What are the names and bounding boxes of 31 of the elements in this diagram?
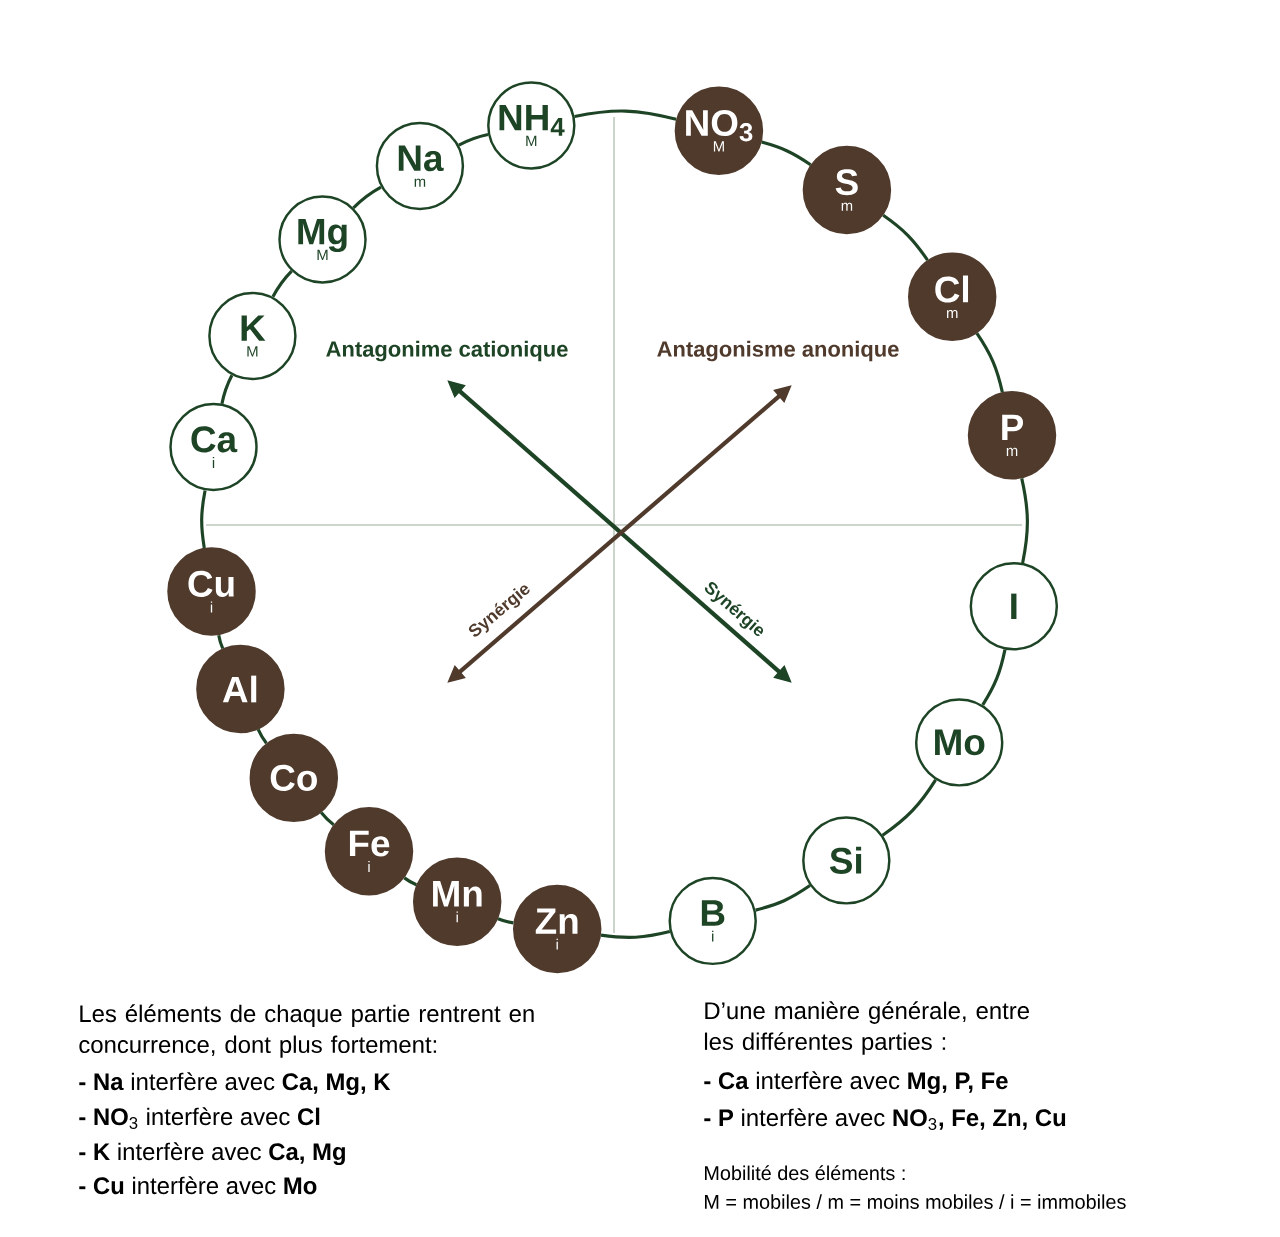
- ring-arc: [403, 876, 417, 887]
- ring-arc: [352, 185, 382, 209]
- bullet-item: - Na interfère avec Ca, Mg, K: [79, 1072, 391, 1095]
- ring-arc: [975, 332, 1004, 393]
- ring-arc: [497, 917, 514, 925]
- paragraph: Les éléments de chaque partie rentrent en concurrence, dont plus fortement:: [79, 1004, 534, 1058]
- ring-arc: [981, 649, 1007, 706]
- ring-arc: [761, 140, 812, 167]
- note: Mobilité des éléments :: [705, 1165, 905, 1181]
- ring-arc: [600, 930, 671, 939]
- ring-arc: [217, 634, 225, 650]
- bullet-item: - K interfère avec Ca, Mg: [79, 1142, 345, 1165]
- ring-arc: [458, 132, 489, 147]
- axis-label: Antagonime cationique: [326, 340, 568, 362]
- bullet-item: - Ca interfère avec Mg, P, Fe: [704, 1071, 1008, 1094]
- note: M = mobiles / m = moins mobiles / i = immobiles: [705, 1194, 1126, 1209]
- ring-arc: [256, 728, 268, 745]
- ring-arc: [1020, 478, 1029, 564]
- ring-arc: [574, 109, 677, 121]
- ring-arc: [320, 811, 335, 826]
- bullet-item: - NO$_{3}$ interfère avec Cl: [79, 1107, 320, 1129]
- paragraph: D’une manière générale, entre les différentes parties :: [704, 1001, 1029, 1055]
- bullet-item: - Cu interfère avec Mo: [79, 1176, 317, 1195]
- ring-arc: [881, 778, 937, 837]
- ring-arc: [220, 374, 234, 404]
- ring-arc: [882, 213, 929, 261]
- ring-arc: [200, 490, 207, 549]
- axis-label: Antagonisme anonique: [657, 340, 899, 362]
- ring-arc: [271, 270, 293, 298]
- bullet-item: - P interfère avec NO$_{3}$, Fe, Zn, Cu: [704, 1108, 1066, 1130]
- ring-arc: [755, 884, 811, 912]
